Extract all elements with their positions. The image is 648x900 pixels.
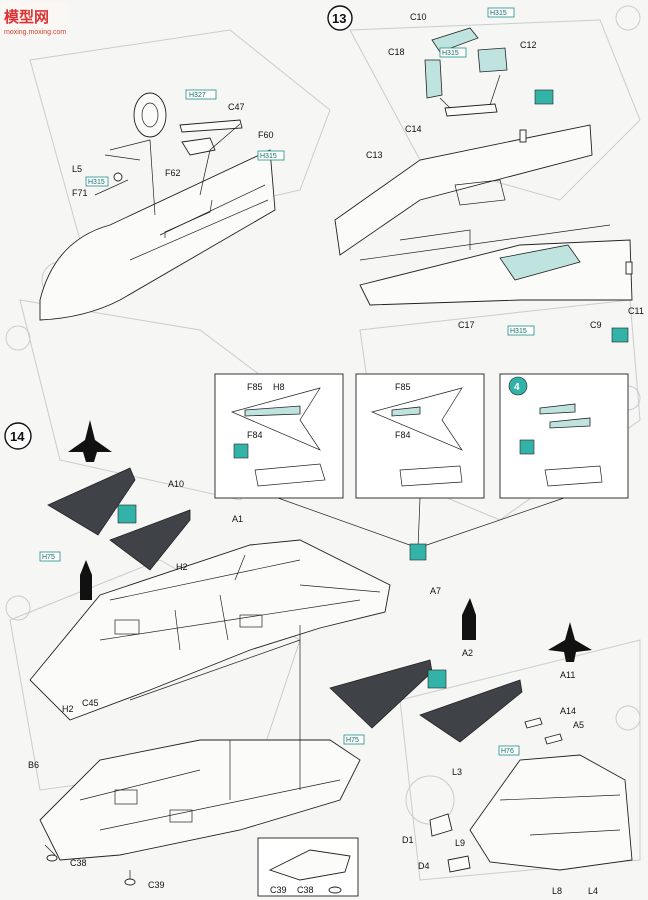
- label-c45: C45: [82, 698, 99, 708]
- part-d4-shape: [447, 855, 471, 873]
- step14-number: 14: [10, 429, 25, 444]
- label-f71: F71: [72, 188, 88, 198]
- paint-code-h76: H76: [501, 748, 514, 755]
- label-l5: L5: [72, 164, 82, 174]
- opt1-label-h8: H8: [273, 382, 285, 392]
- opt2-label-f84: F84: [395, 430, 411, 440]
- label-c17: C17: [458, 320, 475, 330]
- label-c18: C18: [388, 47, 405, 57]
- label-l9: L9: [455, 838, 465, 848]
- label-a11: A11: [560, 670, 575, 680]
- part-a11-shape: [419, 679, 523, 743]
- paint-code-h75-b: H75: [346, 737, 359, 744]
- part-a10-shape: [47, 467, 136, 536]
- option-panels: F85 H8 F84 F85 F84 4: [214, 373, 629, 561]
- label-a7: A7: [430, 586, 441, 596]
- watermark-logo: 模型网 moxing.moxing.com: [2, 2, 68, 38]
- label-d1: D1: [402, 835, 414, 845]
- step13-number: 13: [332, 11, 346, 26]
- apply-glue-marker-2: [611, 327, 629, 343]
- aircraft-silhouette-4: [548, 622, 592, 662]
- step13-badge: [327, 5, 353, 31]
- part-c47-shape: [179, 119, 243, 133]
- step14-badge: [4, 422, 32, 450]
- label-f62: F62: [165, 168, 181, 178]
- nose-wheel: [133, 92, 167, 138]
- apply-glue-marker-1: [534, 89, 554, 105]
- label-h2-bottom: H2: [62, 704, 74, 714]
- option-link-marker: [409, 543, 427, 561]
- assembly-marker-a: [117, 504, 137, 524]
- aircraft-silhouette-3: [462, 598, 476, 640]
- part-c17-c9-bay: [499, 244, 581, 281]
- opt1-label-f85: F85: [247, 382, 263, 392]
- part-a14-shape: [524, 717, 543, 729]
- step14-area: 14: [4, 420, 633, 897]
- label-c38: C38: [70, 858, 87, 868]
- lower-fuselage: [39, 739, 361, 861]
- label-c39: C39: [148, 880, 165, 890]
- label-c11: C11: [628, 306, 644, 316]
- step12-area: H327 H315 H315 C47 F60 F62 L5 F71: [39, 89, 285, 321]
- aircraft-silhouette-2: [80, 560, 92, 600]
- step13-area: 13 H315 H315 H315 C10 C12 C18 C14 C13 C1…: [327, 5, 644, 343]
- part-c12-shape: [477, 47, 508, 73]
- option-panel-2: [355, 373, 485, 499]
- watermark-text: 模型网: [4, 8, 49, 26]
- opt2-label-f85: F85: [395, 382, 411, 392]
- part-d1-shape: [429, 813, 453, 837]
- label-a5: A5: [573, 720, 584, 730]
- label-a10: A10: [168, 479, 184, 489]
- label-c13: C13: [366, 150, 383, 160]
- option-badge: [508, 376, 528, 396]
- label-c14: C14: [405, 124, 422, 134]
- label-a2: A2: [462, 648, 473, 658]
- paint-code-h315-d: H315: [442, 50, 459, 57]
- gear-bay-upper: [334, 124, 593, 256]
- gear-bay-lower: [359, 239, 633, 306]
- paint-code-h315-c: H315: [490, 10, 507, 17]
- watermark-url: moxing.moxing.com: [4, 29, 66, 36]
- paint-code-h327: H327: [189, 92, 206, 99]
- label-d4: D4: [418, 861, 430, 871]
- assembly-marker-b: [427, 669, 447, 689]
- label-f60: F60: [258, 130, 274, 140]
- part-a5-shape: [544, 733, 563, 745]
- label-a14: A14: [560, 706, 576, 716]
- rear-fuselage: [469, 754, 633, 871]
- paint-code-h315-e: H315: [510, 328, 527, 335]
- part-a1-shape: [109, 509, 191, 571]
- option-badge-number: 4: [514, 382, 520, 393]
- opt1-label-f84: F84: [247, 430, 263, 440]
- option-panel-1: [214, 373, 344, 499]
- label-l4: L4: [588, 886, 598, 896]
- inset-label-c39: C39: [270, 885, 287, 895]
- label-c12: C12: [520, 40, 537, 50]
- fuselage-side-piece: [39, 149, 276, 321]
- aircraft-silhouette-1: [68, 420, 112, 462]
- paint-code-h75-a: H75: [42, 554, 55, 561]
- label-b6: B6: [28, 760, 39, 770]
- label-l3: L3: [452, 767, 462, 777]
- label-c10: C10: [410, 12, 427, 22]
- part-a2-shape: [329, 659, 433, 729]
- paint-code-h315-b: H315: [88, 179, 105, 186]
- paint-code-h315: H315: [260, 153, 277, 160]
- part-f60-shape: [181, 137, 216, 156]
- label-a1: A1: [232, 514, 243, 524]
- label-l8: L8: [552, 886, 562, 896]
- label-c9: C9: [590, 320, 602, 330]
- label-c47: C47: [228, 102, 245, 112]
- label-h2-top: H2: [176, 562, 188, 572]
- part-c18-shape: [424, 59, 443, 99]
- part-c10-shape: [431, 27, 479, 53]
- part-c14-shape: [444, 103, 498, 117]
- inset-label-c38: C38: [297, 885, 314, 895]
